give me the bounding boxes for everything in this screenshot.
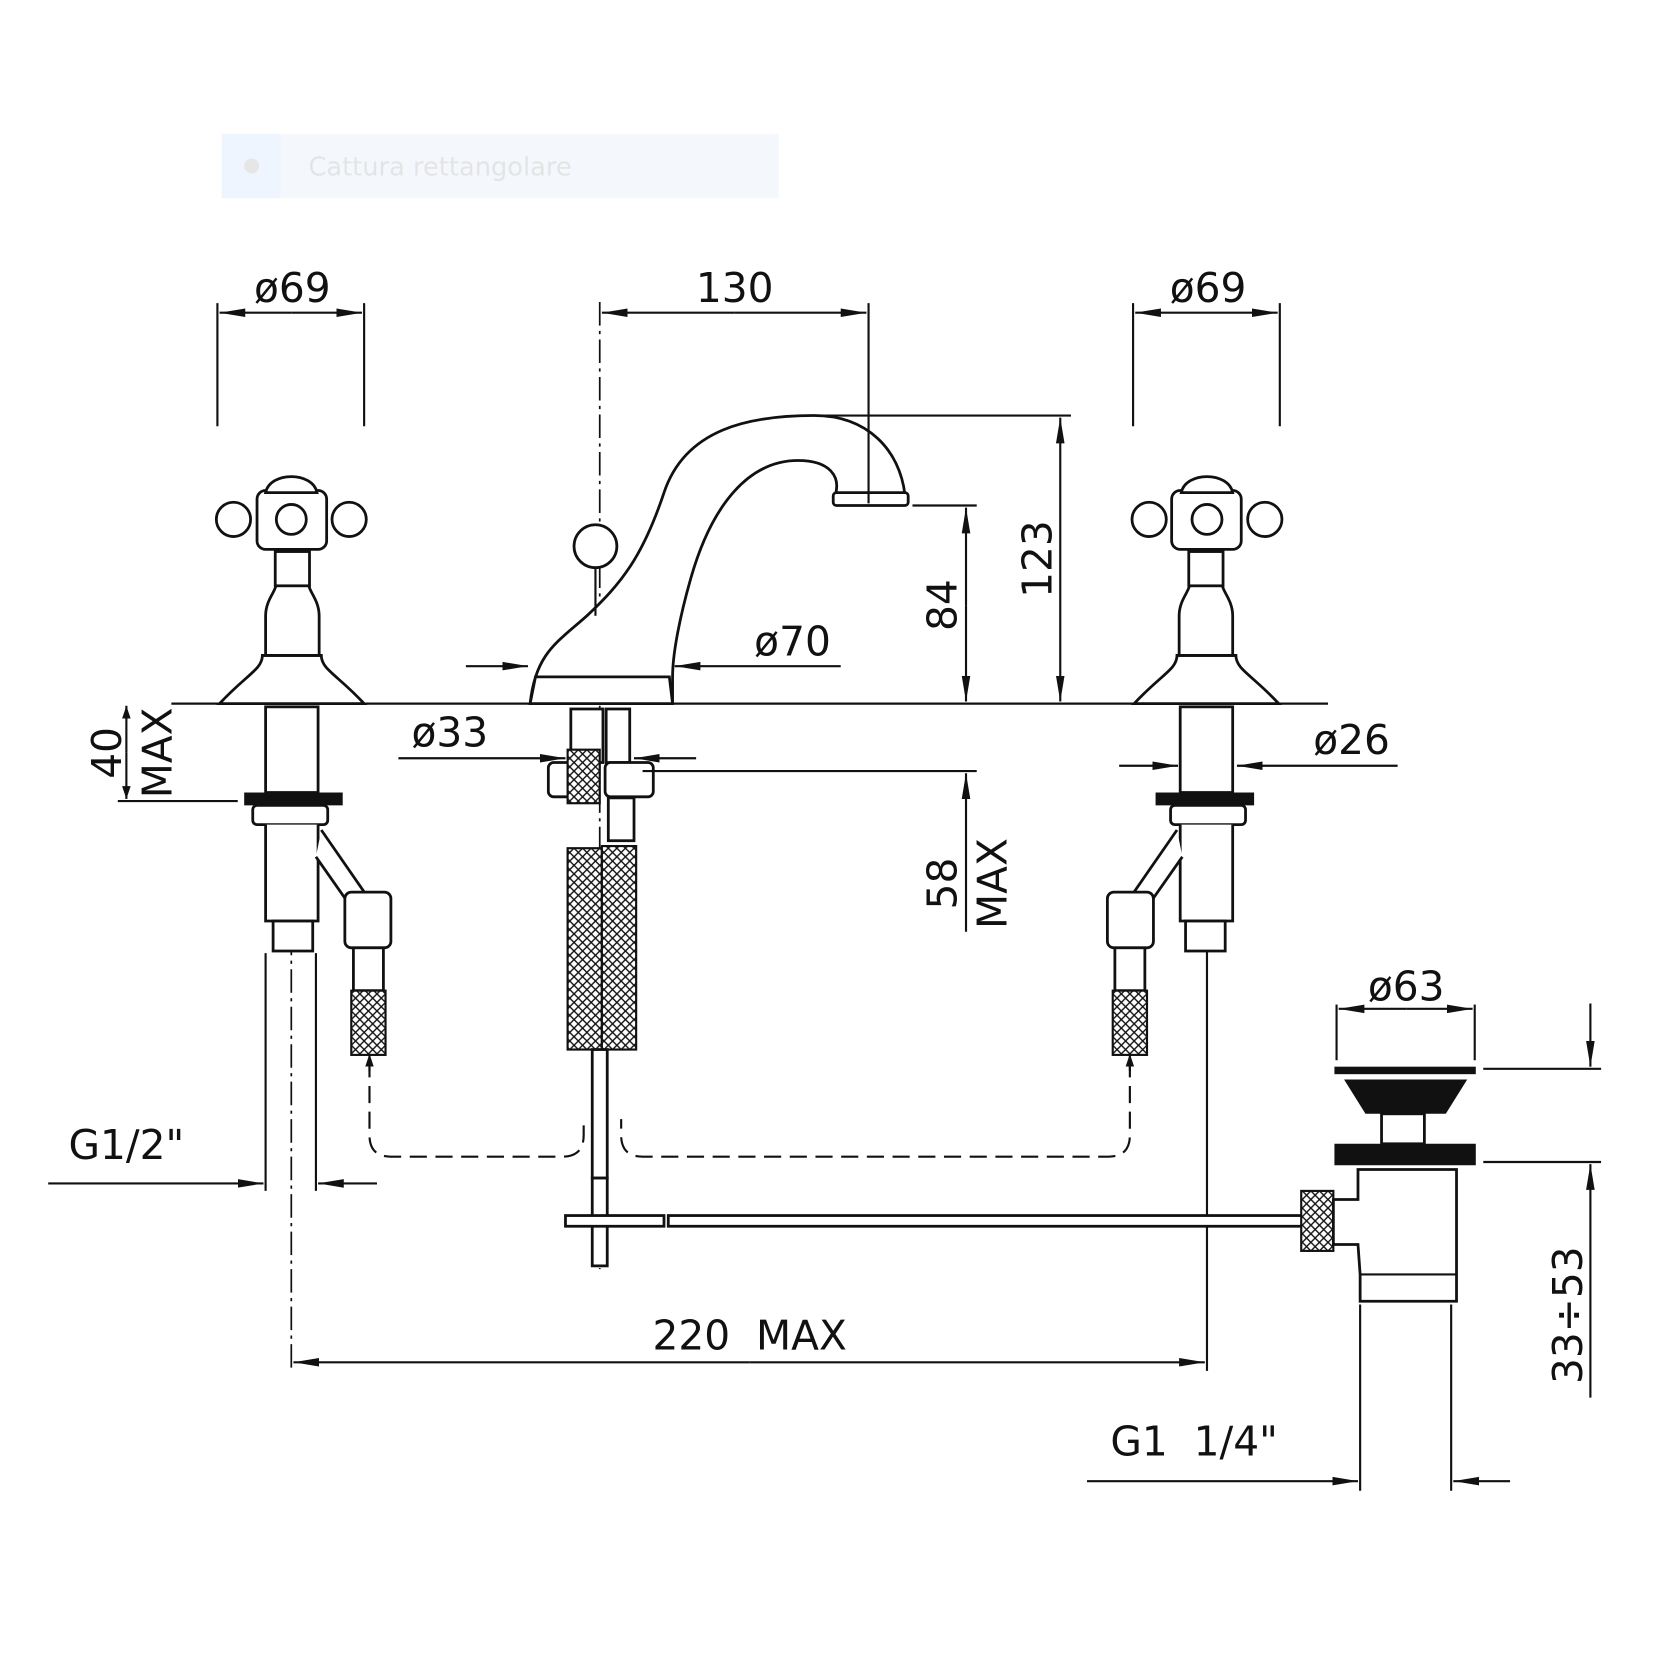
dim-label: MAX [969, 838, 1017, 929]
dim-spout-shank: ø33 [398, 708, 697, 763]
dim-label: MAX [133, 707, 181, 798]
left-hose-connection [368, 1060, 585, 1158]
dim-label: 40 [83, 727, 131, 779]
dim-under-deck: 58 MAX [642, 770, 1017, 932]
pop-up-waste [564, 1066, 1476, 1303]
dim-label: ø69 [254, 264, 331, 312]
right-hose-connection [620, 1060, 1131, 1158]
dim-spout-base: ø70 [465, 617, 841, 671]
left-cross-handle [214, 475, 393, 1056]
dim-left-handle: ø69 [216, 264, 366, 427]
dim-max-spread: 220 MAX [293, 1311, 1205, 1367]
dim-label: 220 MAX [653, 1311, 847, 1359]
capture-overlay: Cattura rettangolare [221, 133, 779, 199]
dim-label: 33÷53 [1544, 1246, 1592, 1384]
dim-label: ø70 [754, 617, 831, 665]
overlay-label: Cattura rettangolare [308, 153, 571, 183]
dim-drain-range: 33÷53 [1483, 1003, 1602, 1398]
dim-drain-thread: G1 1/4" [1087, 1304, 1511, 1491]
dim-deck-thickness: 40 MAX [83, 705, 238, 803]
dim-label: 84 [918, 579, 966, 631]
dim-total-height: 123 [824, 414, 1071, 702]
dim-spout-height: 84 [912, 504, 977, 702]
dim-drain-dia: ø63 [1335, 962, 1476, 1061]
dim-label: G1 1/4" [1110, 1417, 1277, 1465]
dim-handle-shank: ø26 [1119, 716, 1398, 771]
dim-label: ø26 [1313, 716, 1390, 764]
right-cross-handle [1105, 475, 1284, 1056]
dim-label: 130 [696, 264, 774, 312]
dim-label: ø69 [1170, 264, 1247, 312]
dim-label: 123 [1014, 520, 1062, 598]
dim-inlet-thread: G1/2" [48, 953, 377, 1191]
dim-label: G1/2" [69, 1121, 185, 1169]
spout [528, 414, 910, 1268]
dim-label: ø63 [1368, 962, 1445, 1010]
dim-spout-spacing: 130 [601, 264, 870, 504]
dim-right-handle: ø69 [1132, 264, 1281, 427]
dim-label: ø33 [411, 708, 488, 756]
dim-label: 58 [918, 858, 966, 910]
record-dot-icon [244, 158, 260, 174]
